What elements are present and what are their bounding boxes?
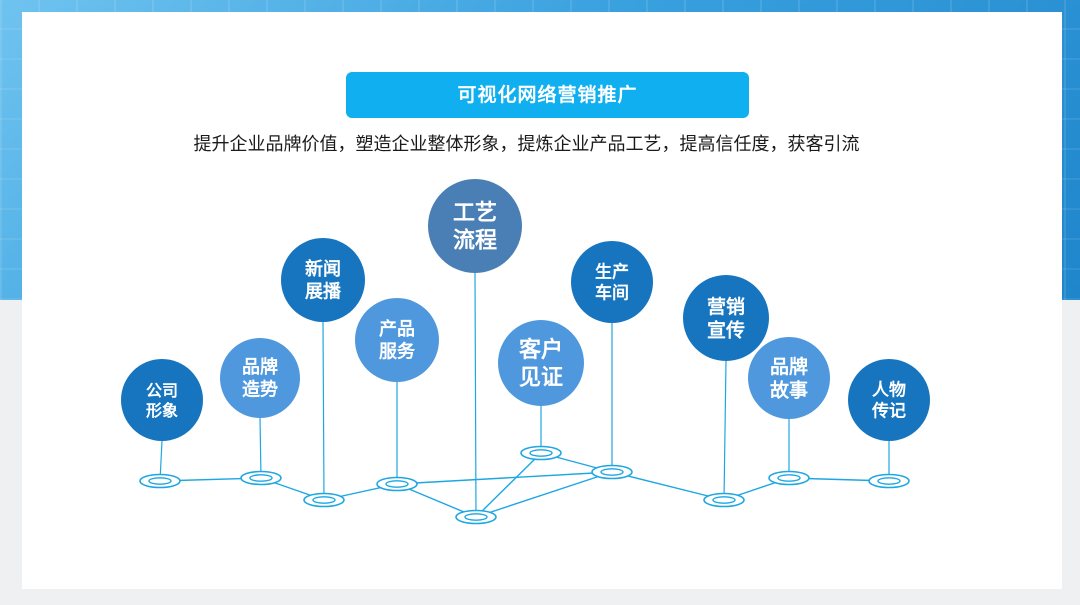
node-stem xyxy=(322,321,325,501)
title-banner: 可视化网络营销推广 xyxy=(346,72,749,118)
node-label-line: 流程 xyxy=(453,228,497,254)
node-label-line: 宣传 xyxy=(707,319,745,342)
node-label-line: 见证 xyxy=(519,366,563,391)
node-ground-ring xyxy=(768,470,810,486)
node-label-line: 客户 xyxy=(519,337,563,363)
node-label-line: 车间 xyxy=(595,283,629,304)
network-link xyxy=(611,471,725,501)
node-stem xyxy=(723,360,727,501)
node-label-line: 展播 xyxy=(305,281,342,303)
node-label-line: 新闻 xyxy=(305,258,341,280)
node-label-line: 营销 xyxy=(707,295,745,318)
node-label-line: 造势 xyxy=(242,379,278,401)
node-ground-ring xyxy=(868,473,910,489)
node-ground-ring xyxy=(520,445,562,461)
network-link xyxy=(396,471,613,485)
node-label-line: 公司 xyxy=(146,381,178,400)
node-ground-ring xyxy=(455,509,497,525)
node-ground-ring xyxy=(703,492,745,508)
node-ground-ring xyxy=(591,464,633,480)
node-label-line: 生产 xyxy=(595,261,629,282)
network-link xyxy=(475,452,542,518)
node-label-line: 品牌 xyxy=(770,355,808,378)
node-ground-ring xyxy=(376,476,418,492)
node-label-line: 传记 xyxy=(871,401,906,422)
node-label-line: 故事 xyxy=(770,379,808,402)
node-label-line: 形象 xyxy=(146,401,178,420)
node-label-line: 服务 xyxy=(379,341,416,363)
node-label-line: 产品 xyxy=(379,318,415,340)
node-stem xyxy=(474,272,477,518)
node-label-line: 品牌 xyxy=(242,356,278,378)
subtitle: 提升企业品牌价值，塑造企业整体形象，提炼企业产品工艺，提高信任度，获客引流 xyxy=(193,134,860,155)
node-ground-ring xyxy=(139,473,181,489)
node-stem xyxy=(259,417,262,479)
node-ground-ring xyxy=(303,492,345,508)
node-label-line: 人物 xyxy=(872,379,906,400)
node-ground-ring xyxy=(240,470,282,486)
node-label-line: 工艺 xyxy=(453,200,497,226)
network-link xyxy=(475,471,613,518)
